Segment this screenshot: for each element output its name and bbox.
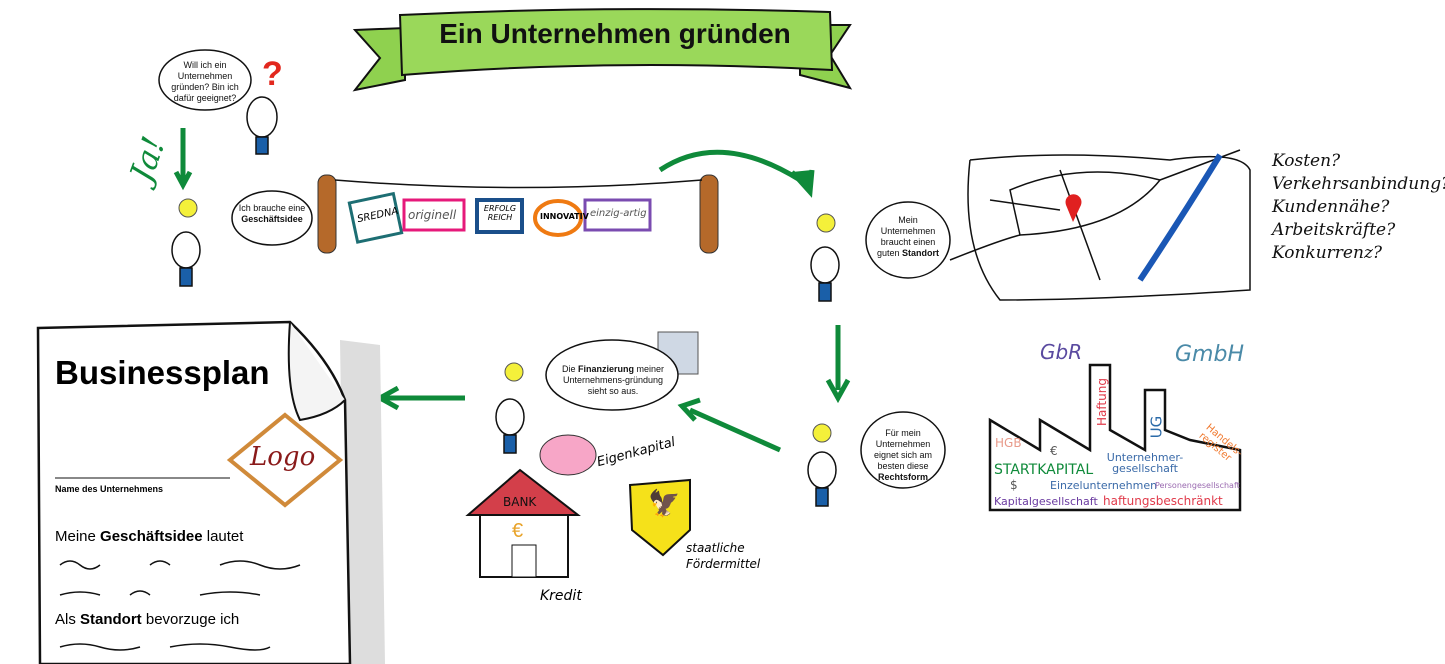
location-questions: Kosten? Verkehrsanbindung? Kundennähe? A… <box>1272 151 1445 263</box>
map-pin-icon <box>1065 194 1082 222</box>
word-euro: € <box>1050 444 1058 458</box>
tag-innovativ: INNOVATIV <box>540 212 589 221</box>
bubble-idea: Ich brauche eine Geschäftsidee <box>238 203 306 224</box>
coat-of-arms <box>628 478 691 557</box>
tag-erfolgreich: ERFOLG REICH <box>483 204 517 222</box>
lightbulb-icons <box>178 198 836 443</box>
word-unternehmergesellschaft: Unternehmer-gesellschaft <box>1106 451 1184 475</box>
bubble-location: Mein Unternehmen braucht einen guten Sta… <box>876 215 940 258</box>
clothesline <box>334 179 703 189</box>
page-shadow <box>340 340 385 664</box>
piggy-bank <box>539 434 597 476</box>
businessplan-page <box>36 320 352 664</box>
word-dollar: $ <box>1010 478 1018 492</box>
word-haftung: Haftung <box>1094 378 1109 426</box>
speech-bubbles <box>158 49 951 489</box>
businessplan-title: Businessplan <box>55 354 270 391</box>
word-gbr: GbR <box>1040 340 1083 364</box>
company-name-label: Name des Unternehmens <box>55 484 164 494</box>
bubble-legal: Für mein Unternehmen eignet sich am best… <box>873 428 933 482</box>
word-gmbh: GmbH <box>1175 342 1244 367</box>
euro-coin-icon: € <box>512 520 524 542</box>
word-personengesellschaft: Personengesellschaft <box>1155 481 1240 490</box>
plan-location-line: Als Standort bevorzuge ich <box>55 611 240 628</box>
word-einzelunternehmen: Einzelunternehmen <box>1050 479 1158 492</box>
river <box>1137 153 1223 282</box>
eagle-icon: 🦅 <box>648 488 681 518</box>
question-mark-icon: ? <box>262 55 283 93</box>
flow-arrows <box>173 128 851 453</box>
label-kredit: Kredit <box>540 588 582 604</box>
label-foerdermittel: staatliche Fördermittel <box>686 541 761 571</box>
plan-idea-line: Meine Geschäftsidee lautet <box>55 528 244 545</box>
logo-diamond <box>226 412 344 508</box>
tag-einzigartig: einzig-artig <box>590 208 647 219</box>
title-banner <box>352 8 853 92</box>
word-haftungsbeschraenkt: haftungsbeschränkt <box>1103 494 1223 508</box>
post-left <box>317 174 337 254</box>
post-right <box>699 174 719 254</box>
map <box>949 149 1251 301</box>
word-kapitalgesellschaft: Kapitalgesellschaft <box>994 495 1098 508</box>
word-ug: UG <box>1147 415 1166 439</box>
bubble-finance: Die Finanzierung meiner Unternehmens-grü… <box>561 364 665 396</box>
page-title: Ein Unternehmen gründen <box>439 18 791 49</box>
factory <box>988 363 1242 512</box>
tag-originell: originell <box>408 208 457 222</box>
word-startkapital: STARTKAPITAL <box>994 462 1094 478</box>
logo-placeholder: Logo <box>250 442 316 472</box>
stick-figures <box>171 96 840 507</box>
bubble-question: Will ich ein Unternehmen gründen? Bin ic… <box>171 60 239 103</box>
label-bank: BANK <box>503 495 537 509</box>
word-hgb: HGB <box>995 436 1022 450</box>
